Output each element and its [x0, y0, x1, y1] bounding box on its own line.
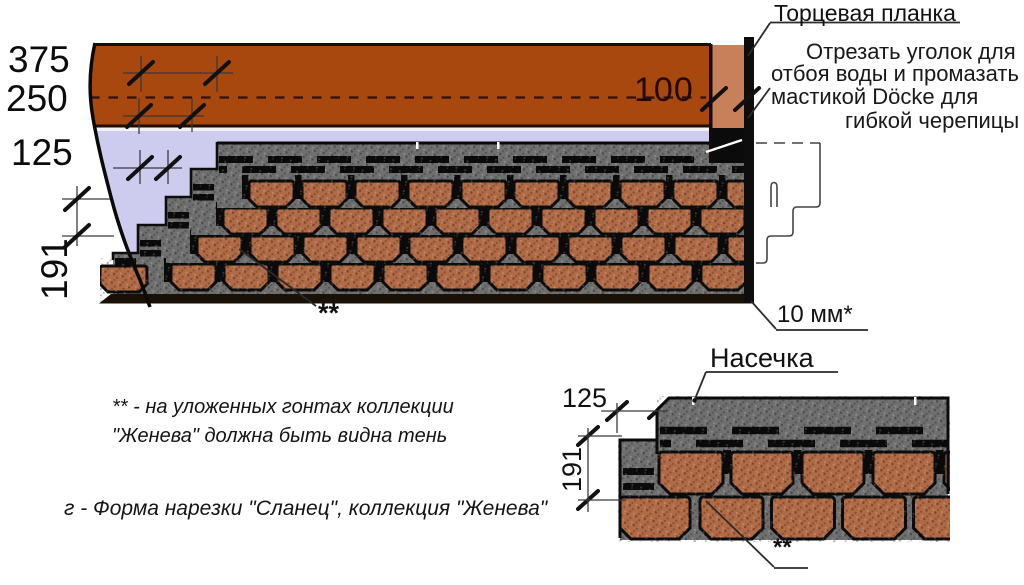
dim-191: 191 — [34, 238, 75, 300]
cut-corner-note-line3: мастикой Döcke для — [771, 84, 979, 109]
cut-corner-note-line2: отбоя воды и промазать — [771, 61, 1019, 86]
figure-caption: г - Форма нарезки "Сланец", коллекция "Ж… — [64, 497, 548, 520]
metal-band — [90, 44, 711, 127]
end-strip-section — [712, 45, 744, 128]
cut-corner-line — [705, 138, 743, 154]
edge-board — [744, 37, 754, 303]
detail-dim-191: 191 — [557, 446, 587, 492]
notch-mark — [416, 142, 419, 149]
detail-dim-125: 125 — [562, 383, 608, 413]
detail-title-nasechka: Насечка — [710, 343, 814, 373]
detail-leaders — [694, 371, 838, 569]
shadow-note-line1: ** - на уложенных гонтах коллекции — [112, 396, 454, 418]
dim-125: 125 — [11, 132, 73, 173]
detail-dimension-ticks — [578, 403, 668, 512]
cut-corner-note-line4: гибкой черепицы — [845, 108, 1020, 133]
end-cap-stepped-outline — [756, 142, 821, 264]
end-strip-label: Торцевая планка — [774, 0, 956, 26]
break-line-curve — [88, 42, 152, 308]
shadow-marker-detail: ** — [773, 534, 792, 561]
leader-lines — [238, 21, 960, 331]
overhang-label: 10 мм* — [777, 301, 853, 328]
shingle-courses — [100, 142, 744, 303]
underlayment-band — [90, 131, 711, 262]
shingle-cut-detail — [618, 396, 950, 542]
dim-375: 375 — [8, 39, 70, 80]
notch-mark — [497, 142, 500, 149]
notch-mark — [914, 397, 917, 405]
shadow-marker-main: ** — [318, 298, 340, 328]
dim-100: 100 — [634, 71, 694, 109]
shadow-note-line2: "Женева" должна быть видна тень — [112, 425, 448, 447]
detail-outlines — [618, 396, 950, 538]
dim-250: 250 — [6, 78, 68, 119]
dimension-slash-marks — [63, 60, 761, 511]
eave-edge-band — [99, 294, 754, 304]
cut-corner-note-line1: Отрезать уголок для — [806, 39, 1016, 64]
